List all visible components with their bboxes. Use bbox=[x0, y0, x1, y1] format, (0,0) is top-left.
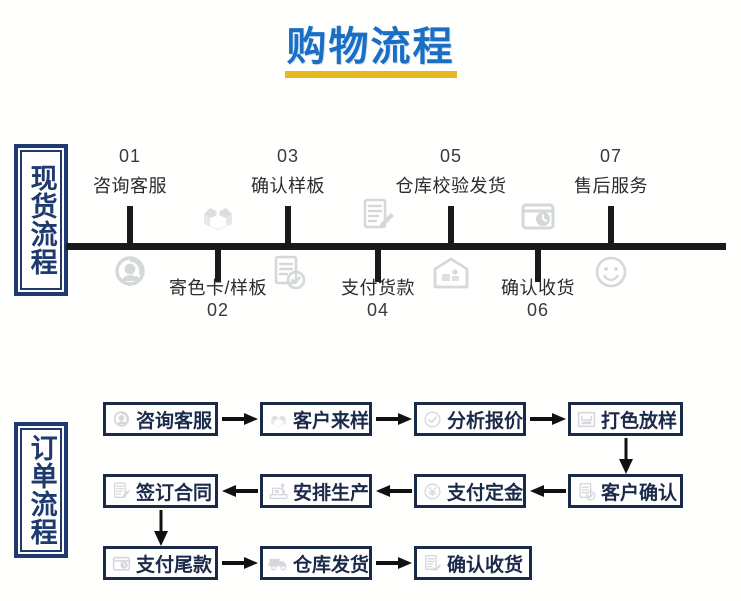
document-check-icon bbox=[576, 481, 597, 502]
flow-step-box[interactable]: 分析报价 bbox=[414, 402, 526, 436]
page-title-text: 购物流程 bbox=[286, 23, 455, 70]
arrow-l-2-1 bbox=[222, 484, 258, 498]
timeline-tick-05 bbox=[448, 206, 454, 248]
document-pen-icon bbox=[111, 481, 132, 502]
timeline-tick-01 bbox=[127, 206, 133, 248]
flow-step-box[interactable]: 客户来样 bbox=[260, 402, 372, 436]
flow-step-label: 分析报价 bbox=[447, 409, 524, 432]
flow-step-box[interactable]: 打色放样 bbox=[568, 402, 683, 436]
timeline-step-01: 01 咨询客服 bbox=[55, 140, 205, 335]
arrow-d-right bbox=[618, 438, 634, 474]
timeline-step-number: 07 bbox=[599, 146, 623, 166]
arrow-r-1-3 bbox=[530, 412, 566, 426]
flow-section-label-text: 订单流程 bbox=[25, 434, 57, 546]
flow-step-box[interactable]: 签订合同 bbox=[103, 474, 218, 508]
arrow-r-3-1 bbox=[222, 556, 258, 570]
circle-check-icon bbox=[422, 409, 443, 430]
smiley-icon bbox=[591, 252, 631, 292]
flow-step-label: 客户来样 bbox=[293, 409, 370, 432]
headset-agent-icon bbox=[111, 409, 132, 430]
flow-step-box[interactable]: 支付尾款 bbox=[103, 546, 218, 580]
flow-step-box[interactable]: 确认收货 bbox=[414, 546, 532, 580]
timeline-step-number: 04 bbox=[366, 300, 390, 320]
arrow-l-2-3 bbox=[530, 484, 566, 498]
flow-step-label: 签订合同 bbox=[136, 481, 213, 504]
timeline-step-label: 咨询客服 bbox=[93, 176, 167, 196]
open-box-icon bbox=[198, 196, 238, 236]
open-box-icon bbox=[268, 409, 289, 430]
warehouse-icon bbox=[431, 252, 471, 292]
timeline-step-label: 确认收货 bbox=[501, 278, 575, 298]
document-pen-icon bbox=[358, 196, 398, 236]
shield-clock-icon bbox=[111, 553, 132, 574]
timeline-axis-bar bbox=[66, 243, 726, 250]
flow-step-box[interactable]: 仓库发货 bbox=[260, 546, 372, 580]
timeline-step-number: 03 bbox=[276, 146, 300, 166]
timeline-step-label: 仓库校验发货 bbox=[395, 176, 507, 196]
timeline-step-number: 06 bbox=[526, 300, 550, 320]
sewing-machine-icon bbox=[268, 481, 289, 502]
swatch-box-icon bbox=[576, 409, 597, 430]
arrow-r-3-2 bbox=[376, 556, 412, 570]
document-check-icon bbox=[268, 252, 308, 292]
delivery-truck-icon bbox=[268, 553, 289, 574]
shield-clock-icon bbox=[518, 196, 558, 236]
headset-agent-icon bbox=[110, 252, 150, 292]
flow-step-label: 安排生产 bbox=[293, 481, 370, 504]
timeline-step-07: 07 售后服务 bbox=[536, 140, 686, 335]
timeline-step-number: 02 bbox=[206, 300, 230, 320]
timeline-tick-02 bbox=[215, 244, 221, 282]
flow-step-label: 咨询客服 bbox=[136, 409, 213, 432]
page-title: 购物流程 bbox=[283, 14, 459, 78]
title-underline bbox=[284, 71, 457, 78]
timeline-tick-07 bbox=[608, 206, 614, 248]
timeline-tick-04 bbox=[375, 244, 381, 282]
flow-step-box[interactable]: 客户确认 bbox=[568, 474, 683, 508]
timeline-step-number: 01 bbox=[118, 146, 142, 166]
timeline-tick-03 bbox=[285, 206, 291, 248]
timeline-section-label-text: 现货流程 bbox=[25, 164, 57, 276]
timeline-section-label: 现货流程 bbox=[14, 144, 68, 296]
timeline-step-label: 售后服务 bbox=[574, 176, 648, 196]
timeline-step-label: 支付货款 bbox=[341, 278, 415, 298]
flow-step-label: 支付尾款 bbox=[136, 553, 213, 576]
document-check2-icon bbox=[422, 553, 443, 574]
flow-step-label: 支付定金 bbox=[447, 481, 524, 504]
flow-step-box[interactable]: 咨询客服 bbox=[103, 402, 218, 436]
timeline-step-label: 寄色卡/样板 bbox=[168, 278, 267, 298]
flow-step-label: 仓库发货 bbox=[293, 553, 370, 576]
timeline-step-03: 03 确认样板 bbox=[213, 140, 363, 335]
flow-step-label: 确认收货 bbox=[447, 553, 524, 576]
timeline-tick-06 bbox=[535, 244, 541, 282]
order-flow-section: 订单流程 咨询客服 客户来样 分析报价 打色放样签订合同 安排生产 支付定金 客户确认支付尾… bbox=[0, 380, 741, 595]
arrow-r-1-1 bbox=[222, 412, 258, 426]
timeline-step-label: 确认样板 bbox=[251, 176, 325, 196]
arrow-l-2-2 bbox=[376, 484, 412, 498]
flow-step-box[interactable]: 支付定金 bbox=[414, 474, 526, 508]
arrow-r-1-2 bbox=[376, 412, 412, 426]
timeline-step-05: 05 仓库校验发货 bbox=[376, 140, 526, 335]
flow-section-label: 订单流程 bbox=[14, 422, 68, 558]
flow-step-label: 打色放样 bbox=[601, 409, 678, 432]
flow-step-label: 客户确认 bbox=[601, 481, 678, 504]
yen-coin-icon bbox=[422, 481, 443, 502]
timeline-step-number: 05 bbox=[439, 146, 463, 166]
title-area: 购物流程 bbox=[0, 14, 741, 78]
arrow-d-left bbox=[153, 510, 169, 546]
flow-step-box[interactable]: 安排生产 bbox=[260, 474, 372, 508]
